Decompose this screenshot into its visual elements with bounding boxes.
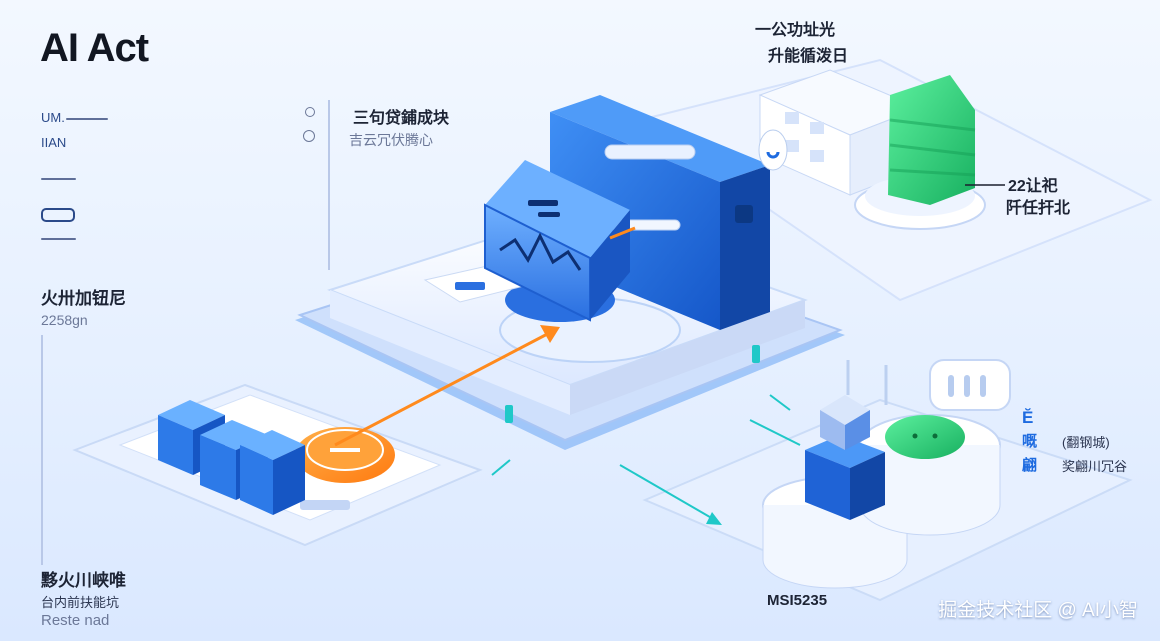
page-title: AI Act: [40, 26, 149, 70]
left-rule-2: [41, 178, 76, 180]
tree-on-pedestal: [854, 75, 986, 230]
left-header-line2: IIAN: [41, 135, 67, 150]
bottom-right-row3-b: 奖翩川冗谷: [1062, 459, 1128, 474]
chain-icon: [41, 208, 75, 222]
top-center-sub: 吉云冗伏腾心: [349, 132, 433, 148]
stacked-cubes: [158, 400, 305, 515]
left-bottom-sub: 台内前扶能坑: [41, 595, 120, 610]
right-mid-sub: 阡任扞北: [1006, 200, 1071, 217]
left-middle-sub: 2258gn: [41, 312, 88, 328]
left-vertical-rule: [41, 335, 43, 565]
bottom-right-row2-a: 嘅: [1022, 433, 1038, 450]
bottom-right-code: MSI5235: [767, 592, 828, 609]
right-mid-title: 22让祀: [1008, 178, 1058, 195]
bottom-right-row1: Ӗ: [1022, 408, 1034, 427]
center-vertical-rule: [328, 100, 330, 270]
top-right-sub: 升能循泼日: [768, 48, 849, 65]
dot-icon: [305, 107, 315, 117]
flow-arrows: [334, 184, 1005, 525]
bottom-right-platform: [642, 359, 1133, 602]
left-header-line1: UM.: [41, 110, 65, 125]
bottom-right-row3-a: 翩: [1022, 457, 1038, 474]
central-machine: [484, 95, 770, 330]
top-center-title: 三句贷鋪成块: [353, 110, 450, 127]
left-header-rule: [66, 118, 108, 120]
bottom-right-row2-b: (翻钢城): [1062, 435, 1110, 450]
watermark: 掘金技术社区 @ AI小智: [938, 600, 1138, 621]
top-right-title: 一公功址光: [755, 22, 836, 39]
left-bottom-sub2: Reste nad: [41, 612, 110, 629]
left-bottom-title: 黟火川峡唯: [41, 571, 126, 590]
left-rule-3: [41, 238, 76, 240]
left-middle-title: 火卅加钮尼: [41, 289, 126, 308]
circle-icon: [303, 130, 315, 142]
